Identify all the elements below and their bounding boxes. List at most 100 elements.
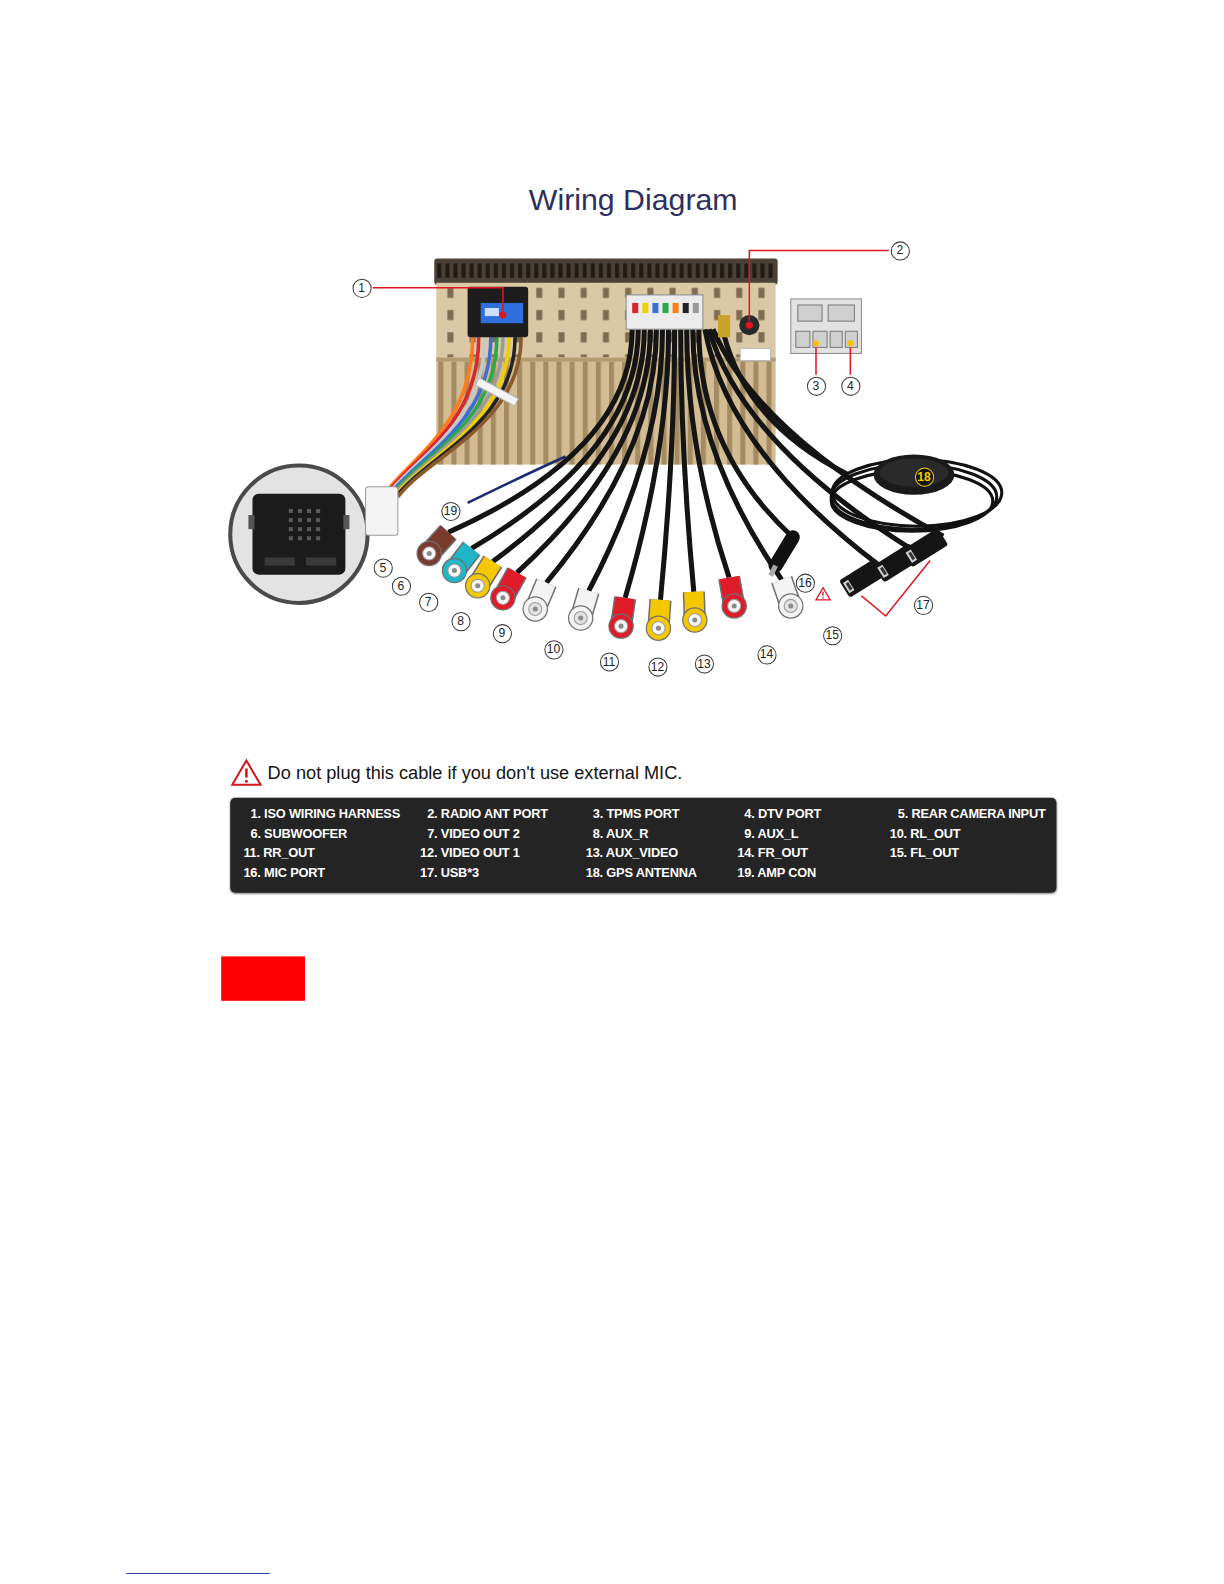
black-cables	[709, 329, 915, 551]
callout-number: 12	[648, 657, 667, 676]
stereo-unit	[436, 261, 775, 283]
callout-number: 2	[890, 241, 909, 260]
rca-plugs	[427, 551, 432, 556]
rca-plugs	[692, 618, 697, 623]
inset-connector	[289, 527, 293, 531]
wire-bundle	[396, 337, 515, 497]
tpms-dtv-connector	[791, 299, 862, 354]
table-cell: 9. AUX_L	[744, 826, 798, 842]
tpms-dtv-connector	[813, 331, 827, 347]
harness-plug	[366, 487, 398, 535]
tpms-dtv-connector	[791, 299, 862, 354]
stereo-unit	[434, 259, 777, 285]
rca-plugs	[683, 608, 707, 632]
spec-table: 1. ISO WIRING HARNESS2. RADIO ANT PORT3.…	[230, 798, 1056, 893]
rca-plugs	[656, 626, 661, 631]
tpms-dtv-connector	[828, 305, 854, 321]
table-cell: 14. FR_OUT	[737, 845, 808, 861]
inset-connector	[306, 557, 336, 565]
callout-number: 10	[544, 640, 563, 659]
rca-plugs	[779, 594, 803, 618]
harness-plug	[366, 487, 398, 535]
rca-plugs	[732, 603, 737, 608]
unit-connectors	[693, 303, 699, 313]
table-cell: 12. VIDEO OUT 1	[420, 845, 520, 861]
unit-connectors	[673, 303, 679, 313]
rca-plugs	[578, 616, 583, 621]
table-cell: 17. USB*3	[420, 864, 479, 880]
unit-connectors	[652, 303, 658, 313]
callout-number: 8	[451, 611, 470, 630]
rca-plugs	[728, 599, 741, 612]
tpms-dtv-connector	[830, 331, 842, 347]
mic-plug	[771, 566, 776, 576]
tpms-dtv-connector	[847, 340, 853, 346]
inset-connector	[307, 527, 311, 531]
rca-plugs	[442, 558, 466, 582]
rca-plugs	[788, 603, 793, 608]
usb-plugs	[877, 565, 889, 578]
tpms-dtv-connector	[813, 340, 819, 346]
inset-connector	[289, 518, 293, 522]
unit-connectors	[662, 303, 668, 313]
table-cell: 11. RR_OUT	[243, 845, 314, 861]
table-cell: 10. RL_OUT	[890, 826, 961, 842]
red-block	[221, 956, 305, 1000]
inset-connector	[316, 509, 320, 513]
usb-plugs	[846, 582, 853, 590]
callout-number: 11	[599, 652, 618, 671]
inset-connector	[289, 536, 293, 540]
unit-connectors	[481, 303, 523, 323]
rca-plugs	[475, 583, 480, 588]
usb-plugs	[902, 528, 949, 568]
inset-connector	[316, 536, 320, 540]
rca-plugs	[523, 597, 547, 621]
tpms-dtv-connector	[798, 305, 822, 321]
callout-number: 15	[823, 626, 842, 645]
rca-plugs	[574, 611, 587, 624]
footer-rule	[126, 1573, 269, 1574]
rca-plugs	[533, 606, 538, 611]
rca-plugs	[471, 579, 484, 592]
inset-connector	[252, 494, 345, 575]
inset-connector	[230, 466, 367, 603]
rca-plugs	[417, 541, 441, 565]
callout-number: 7	[419, 592, 438, 611]
leader-dots	[499, 312, 752, 329]
table-cell: 8. AUX_R	[593, 826, 649, 842]
unit-connectors	[740, 348, 770, 360]
usb-plugs	[839, 528, 948, 598]
inset-connector	[289, 509, 293, 513]
rca-plugs	[688, 614, 701, 627]
mic-plug	[776, 537, 793, 565]
leader-dots	[499, 312, 506, 319]
callout-number: 9	[492, 624, 511, 643]
rca-plugs	[652, 622, 665, 635]
warning-icon	[822, 592, 823, 596]
rca-plugs	[646, 616, 670, 640]
unit-connectors	[468, 287, 529, 337]
inset-connector	[307, 536, 311, 540]
rca-plugs	[619, 624, 624, 629]
inset-connector	[343, 515, 349, 529]
callout-number: 14	[757, 645, 776, 664]
inset-connector	[316, 518, 320, 522]
black-cables	[589, 329, 663, 591]
diagram-title: Wiring Diagram	[529, 182, 738, 218]
usb-plugs	[906, 549, 918, 562]
leader-lines	[850, 347, 852, 374]
warning-icon	[822, 597, 824, 599]
warning-icon	[816, 588, 830, 600]
unit-connectors	[468, 287, 771, 361]
wire-bundle	[398, 337, 521, 497]
unit-connectors	[485, 308, 499, 316]
wire-bundle	[475, 378, 518, 406]
inset-connector	[307, 509, 311, 513]
rca-plugs	[466, 574, 490, 598]
tpms-dtv-connector	[845, 331, 857, 347]
table-cell: 6. SUBWOOFER	[250, 826, 347, 842]
callout-number: 16	[795, 573, 814, 592]
inset-connector	[248, 515, 254, 529]
